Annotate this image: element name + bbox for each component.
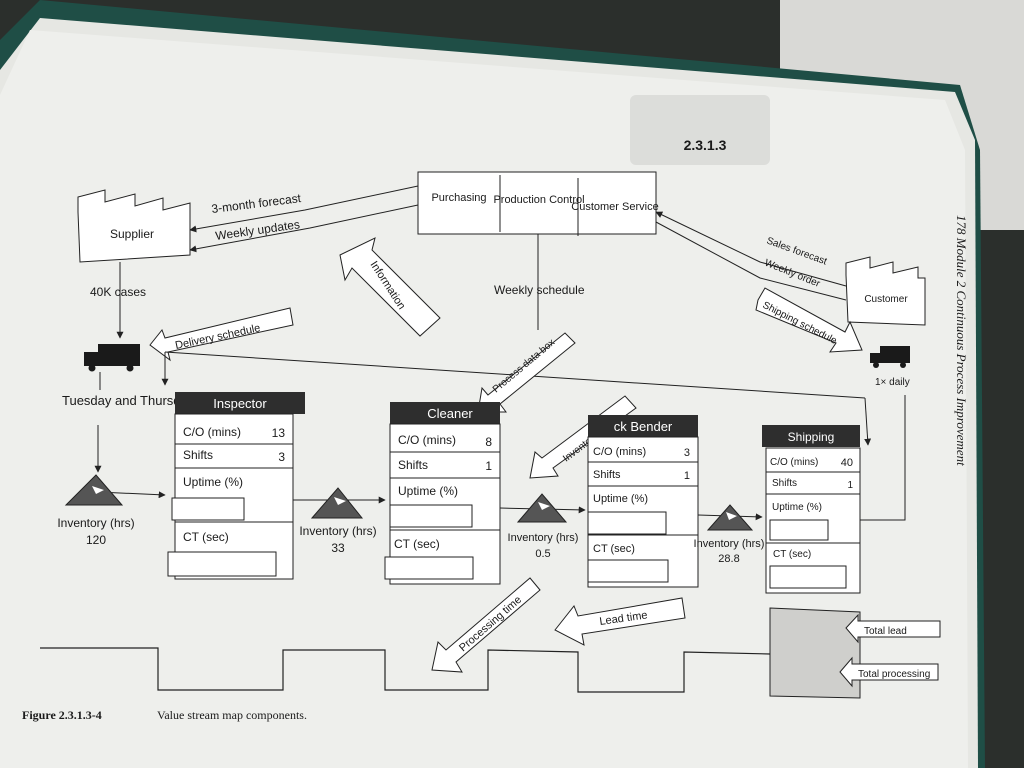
process-box-bender: ck Bender C/O (mins) 3 Shifts 1 Uptime (… <box>587 415 699 588</box>
process-name: ck Bender <box>614 419 673 434</box>
daily-label: 1× daily <box>875 377 910 388</box>
production-control-label: Production Control <box>493 194 584 206</box>
timeline <box>40 607 861 699</box>
inventory-label: Inventory (hrs) <box>508 532 579 544</box>
svg-text:C/O (mins): C/O (mins) <box>770 457 818 468</box>
process-box-cleaner: Cleaner C/O (mins) 8 Shifts 1 Uptime (%)… <box>384 402 501 585</box>
delivery-days-label: Tuesday and Thursday <box>62 393 195 408</box>
inventory-triangle-icon <box>706 504 754 531</box>
inventory-value: 0.5 <box>535 548 550 560</box>
process-box-inspector: Inspector C/O (mins) 13 Shifts 3 Uptime … <box>167 392 305 580</box>
svg-text:40: 40 <box>841 457 853 469</box>
svg-text:CT (sec): CT (sec) <box>183 530 229 544</box>
supplier-factory-icon: Supplier <box>77 189 191 263</box>
inventory-triangle-icon <box>516 493 568 523</box>
svg-text:C/O (mins): C/O (mins) <box>398 433 456 447</box>
svg-text:Total processing: Total processing <box>858 669 930 680</box>
inventory-value: 28.8 <box>718 553 739 565</box>
supplier-label: Supplier <box>110 227 154 241</box>
svg-text:C/O (mins): C/O (mins) <box>183 425 241 439</box>
running-head: 178 Module 2 Continuous Process Improvem… <box>954 215 969 466</box>
svg-text:CT (sec): CT (sec) <box>773 549 811 560</box>
customer-factory-icon: Customer <box>845 256 926 326</box>
svg-text:Total lead: Total lead <box>864 626 907 637</box>
inventory-label: Inventory (hrs) <box>57 516 134 530</box>
process-name: Inspector <box>213 396 267 411</box>
svg-text:1: 1 <box>485 459 492 473</box>
inventory-value: 120 <box>86 533 106 547</box>
supplier-truck-icon <box>84 344 140 372</box>
svg-text:Uptime (%): Uptime (%) <box>772 502 822 513</box>
caption-text: Value stream map components. <box>157 708 307 722</box>
lead-time-arrow: Lead time <box>554 597 686 646</box>
production-control-box: Purchasing Production Control Customer S… <box>417 171 659 236</box>
process-name: Cleaner <box>427 406 473 421</box>
svg-text:Uptime (%): Uptime (%) <box>183 475 243 489</box>
svg-text:Shifts: Shifts <box>772 478 797 489</box>
section-number: 2.3.1.3 <box>684 137 727 153</box>
customer-truck-icon <box>870 346 910 368</box>
customer-service-label: Customer Service <box>571 201 658 213</box>
supply-amount-label: 40K cases <box>90 285 146 299</box>
inventory-label: Inventory (hrs) <box>694 538 765 550</box>
material-flow-5 <box>860 395 906 521</box>
svg-text:Shifts: Shifts <box>398 458 428 472</box>
process-box-shipping: Shipping C/O (mins) 40 Shifts 1 Uptime (… <box>762 425 861 594</box>
section-tab <box>630 95 770 165</box>
total-processing-arrow: Total processing <box>839 656 939 688</box>
svg-text:Uptime (%): Uptime (%) <box>398 484 458 498</box>
inventory-triangle-icon <box>310 487 364 519</box>
svg-text:8: 8 <box>485 435 492 449</box>
svg-text:CT (sec): CT (sec) <box>394 537 440 551</box>
svg-text:Uptime (%): Uptime (%) <box>593 493 648 505</box>
svg-text:CT (sec): CT (sec) <box>593 543 635 555</box>
svg-text:3: 3 <box>684 447 690 459</box>
svg-text:C/O (mins): C/O (mins) <box>593 446 646 458</box>
inventory-triangle-icon <box>64 474 124 506</box>
svg-text:Shifts: Shifts <box>593 469 621 481</box>
svg-text:Shifts: Shifts <box>183 448 213 462</box>
svg-text:1: 1 <box>847 480 853 491</box>
svg-text:13: 13 <box>272 426 286 440</box>
weekly-schedule-line: Weekly schedule <box>494 234 585 330</box>
purchasing-label: Purchasing <box>431 192 486 204</box>
customer-label: Customer <box>864 294 908 305</box>
inventory-label: Inventory (hrs) <box>299 524 376 538</box>
process-name: Shipping <box>788 430 835 444</box>
total-lead-arrow: Total lead <box>845 613 941 644</box>
inventory-value: 33 <box>331 541 345 555</box>
weekly-schedule-label: Weekly schedule <box>494 283 585 297</box>
figure-caption: Figure 2.3.1.3-4 Value stream map compon… <box>22 708 307 722</box>
svg-text:3: 3 <box>278 450 285 464</box>
caption-label: Figure 2.3.1.3-4 <box>22 708 102 722</box>
svg-text:1: 1 <box>684 470 690 482</box>
